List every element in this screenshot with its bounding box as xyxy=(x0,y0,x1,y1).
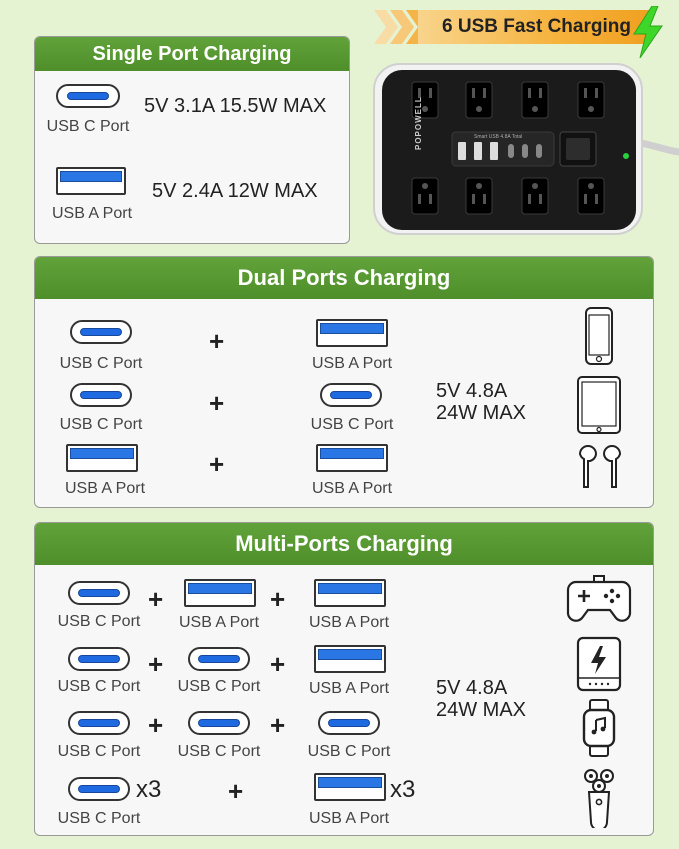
usb-a-port-icon xyxy=(184,579,256,607)
lightning-bolt-icon xyxy=(633,6,663,58)
usb-a-port-icon xyxy=(316,444,388,472)
dual-row1-right-label: USB A Port xyxy=(311,355,393,372)
usb-a-spec: 5V 2.4A 12W MAX xyxy=(152,180,318,202)
multi-row4-left-label: USB C Port xyxy=(57,810,141,827)
usb-c-label: USB C Port xyxy=(46,118,130,135)
multi-row1-col2-label: USB A Port xyxy=(178,614,260,631)
usb-c-port-icon xyxy=(68,647,130,671)
multi-row3-col1-label: USB C Port xyxy=(57,743,141,760)
usb-a-port-icon xyxy=(316,319,388,347)
tablet-icon xyxy=(577,376,621,434)
plus-sign: + xyxy=(148,710,164,740)
usb-a-label: USB A Port xyxy=(51,205,133,222)
multi-row1-col1-label: USB C Port xyxy=(57,613,141,630)
usb-c-port-icon xyxy=(188,647,250,671)
multi-spec-line2: 24W MAX xyxy=(436,699,527,721)
single-port-title: Single Port Charging xyxy=(92,43,292,65)
power-bank-icon xyxy=(576,636,622,692)
plus-sign: + xyxy=(270,584,286,614)
multi-row3-col3-label: USB C Port xyxy=(307,743,391,760)
usb-c-port-icon xyxy=(68,581,130,605)
dual-ports-header: Dual Ports Charging xyxy=(35,257,653,299)
multi-spec-line1: 5V 4.8A xyxy=(436,677,508,699)
dual-spec-line2: 24W MAX xyxy=(436,402,527,424)
plus-sign: + xyxy=(270,710,286,740)
earbuds-icon xyxy=(578,445,622,488)
banner-title: 6 USB Fast Charging xyxy=(442,16,631,37)
multi-ports-title: Multi-Ports Charging xyxy=(235,531,453,556)
usb-c-multiplier: x3 xyxy=(136,776,162,803)
usb-a-port-icon xyxy=(314,773,386,801)
usb-c-port-icon xyxy=(68,711,130,735)
plus-sign: + xyxy=(148,649,164,679)
usb-c-spec: 5V 3.1A 15.5W MAX xyxy=(144,95,327,117)
multi-row2-col1-label: USB C Port xyxy=(57,678,141,695)
shaver-icon xyxy=(584,769,614,828)
plus-sign: + xyxy=(270,649,286,679)
usb-a-port-icon xyxy=(314,579,386,607)
plus-sign: + xyxy=(209,449,225,479)
usb-a-multiplier: x3 xyxy=(390,776,416,803)
usb-c-port-icon xyxy=(188,711,250,735)
single-port-header: Single Port Charging xyxy=(35,37,349,71)
usb-c-port-icon xyxy=(318,711,380,735)
multi-row3-col2-label: USB C Port xyxy=(177,743,261,760)
plus-sign: + xyxy=(209,388,225,418)
dual-row1-left-label: USB C Port xyxy=(59,355,143,372)
phone-icon xyxy=(585,307,613,365)
smartwatch-icon xyxy=(582,699,616,757)
usb-c-port-icon xyxy=(70,320,132,344)
usb-panel-text: Smart USB 4.8A Total xyxy=(474,134,523,140)
usb-c-port-icon xyxy=(68,777,130,801)
plus-sign: + xyxy=(228,776,244,806)
usb-c-port-icon xyxy=(320,383,382,407)
fast-charging-banner: 6 USB Fast Charging xyxy=(418,10,650,44)
dual-spec-line1: 5V 4.8A xyxy=(436,380,508,402)
single-port-card: Single Port Charging xyxy=(34,36,350,244)
multi-row2-col2-label: USB C Port xyxy=(177,678,261,695)
plus-sign: + xyxy=(209,326,225,356)
usb-a-port-icon xyxy=(56,167,126,195)
dual-ports-title: Dual Ports Charging xyxy=(237,265,451,290)
multi-row2-col3-label: USB A Port xyxy=(308,680,390,697)
dual-row3-left-label: USB A Port xyxy=(64,480,146,497)
dual-row3-right-label: USB A Port xyxy=(311,480,393,497)
gamepad-icon xyxy=(566,575,632,622)
power-strip-image xyxy=(373,63,679,235)
brand-text: POPOWELL xyxy=(414,96,423,150)
multi-row4-right-label: USB A Port xyxy=(308,810,390,827)
usb-a-port-icon xyxy=(314,645,386,673)
multi-row1-col3-label: USB A Port xyxy=(308,614,390,631)
plus-sign: + xyxy=(148,584,164,614)
multi-ports-header: Multi-Ports Charging xyxy=(35,523,653,565)
dual-row2-left-label: USB C Port xyxy=(59,416,143,433)
usb-c-port-icon xyxy=(56,84,120,108)
usb-c-port-icon xyxy=(70,383,132,407)
dual-row2-right-label: USB C Port xyxy=(310,416,394,433)
usb-a-port-icon xyxy=(66,444,138,472)
